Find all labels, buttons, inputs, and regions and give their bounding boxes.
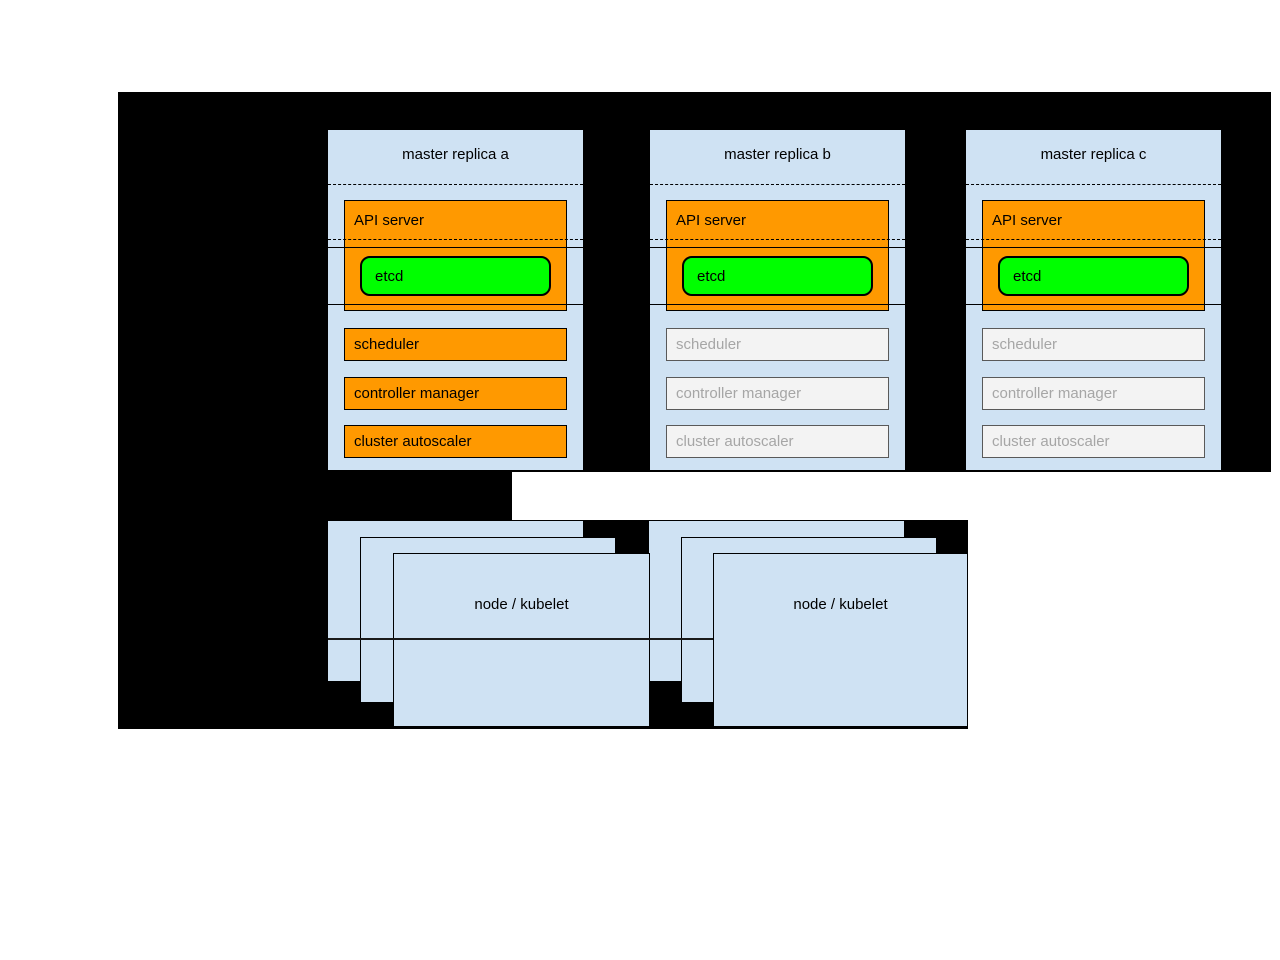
zone-solid-line-upper — [966, 247, 1221, 248]
zone-solid-line-lower — [966, 304, 1221, 305]
zone-solid-line-lower — [650, 304, 905, 305]
master-panel-b: master replica b API server etcd schedul… — [650, 130, 905, 470]
node-stack2-front-box: node / kubelet — [713, 553, 968, 727]
controller-manager-box-inactive: controller manager — [982, 377, 1205, 410]
controller-manager-box: controller manager — [344, 377, 567, 410]
zone-dashed-line-top — [650, 184, 905, 185]
zone-dashed-line-top — [328, 184, 583, 185]
zone-solid-line-lower — [328, 304, 583, 305]
node-row-divider-line — [328, 638, 713, 640]
zone-dashed-line-mid — [966, 239, 1221, 240]
zone-dashed-line-mid — [650, 239, 905, 240]
controller-manager-box-inactive: controller manager — [666, 377, 889, 410]
scheduler-box-inactive: scheduler — [666, 328, 889, 361]
api-server-label: API server — [676, 212, 747, 229]
master-panel-c: master replica c API server etcd schedul… — [966, 130, 1221, 470]
etcd-box: etcd — [360, 256, 551, 296]
master-panel-a: master replica a API server etcd schedul… — [328, 130, 583, 470]
api-server-label: API server — [354, 212, 425, 229]
panel-title: master replica b — [724, 146, 831, 163]
panel-title: master replica a — [402, 146, 509, 163]
zone-solid-line-upper — [328, 247, 583, 248]
panel-title: master replica c — [1040, 146, 1147, 163]
scheduler-box-inactive: scheduler — [982, 328, 1205, 361]
etcd-box: etcd — [998, 256, 1189, 296]
zone-solid-line-upper — [650, 247, 905, 248]
scheduler-box: scheduler — [344, 328, 567, 361]
node-kubelet-label: node / kubelet — [793, 596, 888, 613]
zone-dashed-line-top — [966, 184, 1221, 185]
cluster-autoscaler-box-inactive: cluster autoscaler — [982, 425, 1205, 458]
zone-dashed-line-mid — [328, 239, 583, 240]
backdrop-white-band — [512, 472, 968, 520]
api-server-label: API server — [992, 212, 1063, 229]
cluster-autoscaler-box-inactive: cluster autoscaler — [666, 425, 889, 458]
etcd-box: etcd — [682, 256, 873, 296]
node-kubelet-label: node / kubelet — [474, 596, 569, 613]
node-stack1-front-box: node / kubelet — [393, 553, 650, 727]
cluster-autoscaler-box: cluster autoscaler — [344, 425, 567, 458]
